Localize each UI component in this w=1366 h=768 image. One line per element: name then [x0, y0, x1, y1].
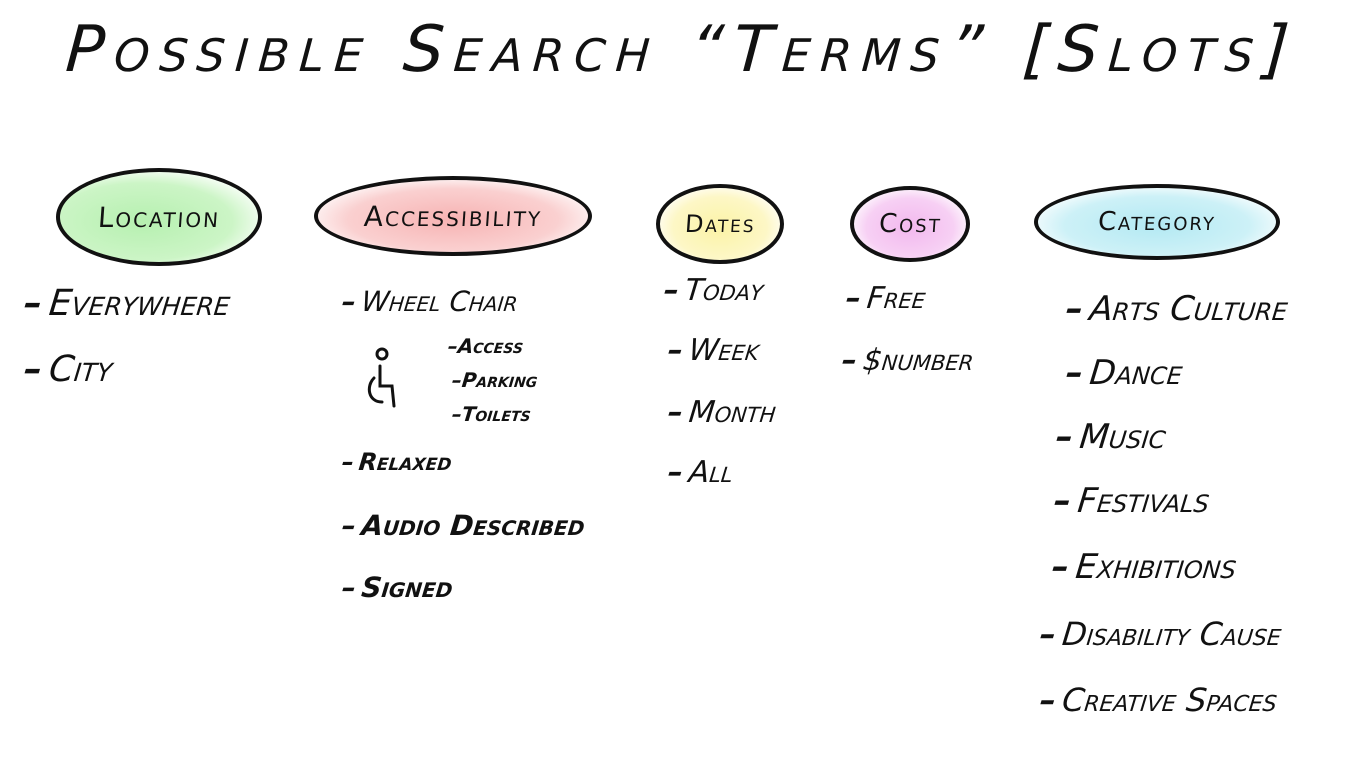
category-dates: Dates [656, 184, 784, 264]
category-accessibility: Accessibility [314, 176, 592, 256]
cost-ellipse: Cost [850, 186, 970, 262]
list-item-dance: Dance [1064, 353, 1185, 393]
list-item-disability-cause: Disability Cause [1038, 615, 1283, 653]
list-item-week: Week [666, 333, 761, 368]
list-item-music: Music [1054, 417, 1168, 457]
list-item-number: $number [840, 343, 975, 378]
list-item-signed: Signed [341, 571, 454, 604]
category-ellipse: Category [1034, 184, 1280, 260]
list-item-audio-described: Audio Described [341, 509, 587, 542]
accessibility-ellipse: Accessibility [314, 176, 592, 256]
list-item-festivals: Festivals [1052, 481, 1212, 521]
dates-ellipse: Dates [656, 184, 784, 264]
category-location: Location [56, 168, 262, 266]
list-item-city: City [22, 349, 114, 390]
category-label-accessibility: Accessibility [362, 199, 544, 233]
list-item-exhibitions: Exhibitions [1050, 547, 1239, 587]
list-item-creative-spaces: Creative Spaces [1038, 681, 1279, 719]
list-item-everywhere: Everywhere [22, 283, 232, 324]
list-item-month: Month [666, 395, 777, 430]
sub-item-parking: Parking [451, 368, 539, 392]
list-item-free: Free [844, 281, 927, 316]
list-item-wheel-chair: Wheel Chair [341, 285, 520, 318]
wheelchair-icon [367, 347, 396, 408]
category-label-dates: Dates [683, 210, 757, 238]
page-title: Possible Search “Terms” [Slots] [63, 13, 1302, 87]
category-label-cost: Cost [877, 209, 943, 239]
sub-item-toilets: Toilets [451, 402, 532, 426]
category-label-location: Location [96, 200, 222, 234]
location-ellipse: Location [56, 168, 262, 266]
list-item-arts-culture: Arts Culture [1064, 289, 1290, 329]
list-item-today: Today [662, 273, 765, 308]
category-cost: Cost [850, 186, 970, 262]
list-item-relaxed: Relaxed [341, 448, 453, 476]
category-category: Category [1034, 184, 1280, 260]
sub-item-access: Access [447, 334, 525, 358]
list-item-all: All [666, 455, 735, 490]
category-label-category: Category [1096, 207, 1218, 237]
